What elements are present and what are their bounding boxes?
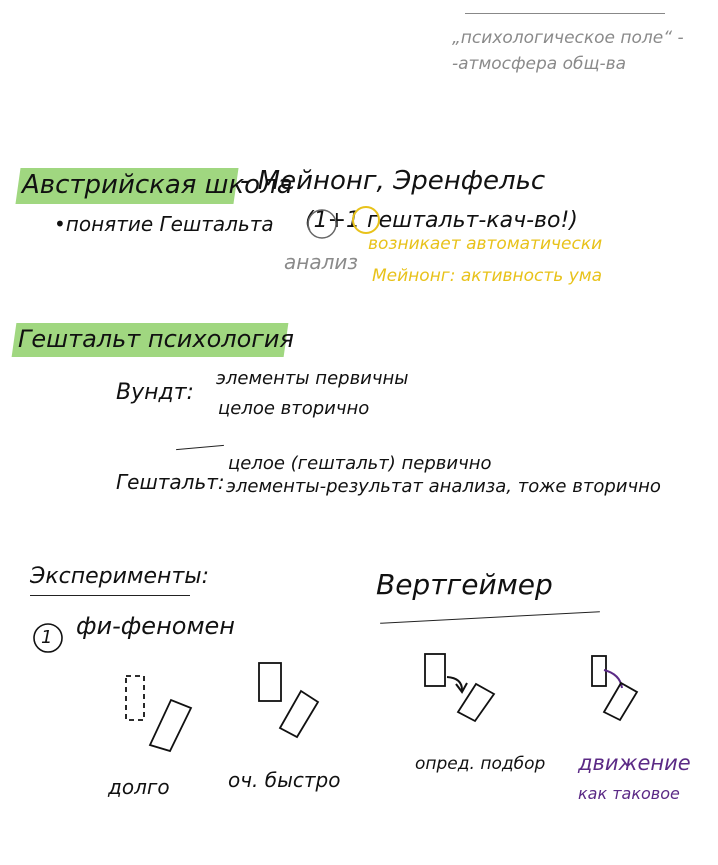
caption-slow: долго	[108, 775, 170, 799]
rect-dashed	[125, 675, 145, 721]
wundt-label: Вундт:	[116, 380, 194, 405]
names-meinong-ehrenfels: - Мейнонг, Эренфельс	[240, 166, 546, 196]
annotation-automatic: возникает автоматически	[368, 234, 603, 254]
motion-arrow-purple	[603, 669, 623, 689]
rect-tilted-3	[456, 682, 496, 723]
gestalt-formula: (1+1 гештальт-кач-во!)	[305, 208, 578, 233]
gestalt-label: Гештальт:	[116, 470, 225, 494]
rect-tilted-1	[148, 698, 193, 753]
motion-arrow	[446, 676, 463, 691]
gestalt-line2: элементы-результат анализа, тоже вторичн…	[226, 476, 661, 497]
rect-upright-3	[424, 653, 446, 687]
top-right-rule	[465, 13, 665, 14]
motion-arrowhead	[455, 682, 468, 694]
rect-upright-2	[258, 662, 282, 702]
annotation-meinong: Мейнонг: активность ума	[372, 266, 603, 286]
formula-circle-yellow	[352, 206, 380, 234]
gestalt-line1: целое (гештальт) первично	[228, 453, 492, 474]
wundt-line2: целое вторично	[218, 398, 370, 419]
experiments-underline	[30, 595, 190, 596]
wertheimer-label: Вертгеймер	[376, 568, 553, 601]
caption-motion-line2: как таковое	[578, 784, 680, 803]
caption-fast: оч. быстро	[228, 768, 341, 792]
rect-tilted-2	[278, 689, 320, 739]
rect-tilted-4	[602, 681, 639, 722]
top-right-note-line1: „психологическое поле“ -	[452, 28, 684, 48]
caption-motion-line1: движение	[578, 751, 691, 775]
wundt-line1: элементы первичны	[216, 368, 409, 389]
top-right-note-line2: -атмосфера общ-ва	[452, 54, 627, 74]
heading-gestalt-psychology: Гештальт психология	[18, 325, 294, 353]
phi-number-circle	[33, 623, 63, 653]
formula-circle-gray	[307, 209, 337, 239]
heading-austrian-school: Австрийская школа	[22, 170, 293, 200]
gestalt-concept: •понятие Гештальта	[54, 212, 274, 236]
analysis-label: анализ	[284, 250, 359, 274]
phi-number: 1	[41, 627, 53, 648]
phi-phenomenon-label: фи-феномен	[76, 612, 235, 640]
experiments-label: Эксперименты:	[30, 564, 210, 589]
caption-optimal: опред. подбор	[415, 754, 546, 774]
